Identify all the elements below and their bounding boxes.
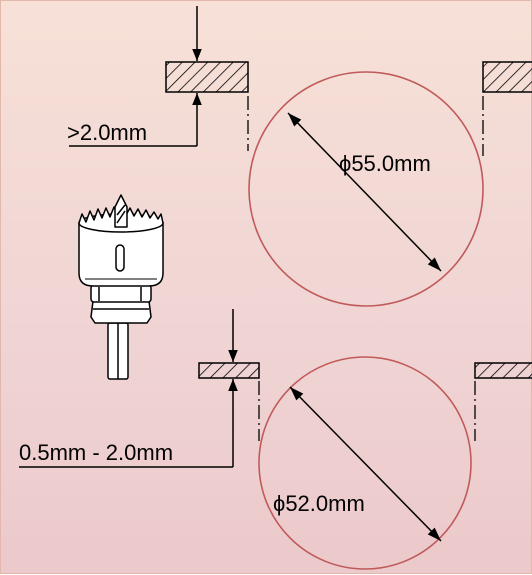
hole-circle-small: [258, 356, 472, 570]
thick-plate-left: [165, 61, 249, 93]
thickness-label-bottom: 0.5mm - 2.0mm: [19, 440, 173, 465]
thickness-dimension-bottom: [19, 309, 238, 468]
thickness-dimension-top: [69, 6, 202, 147]
thin-plate-left: [198, 362, 260, 379]
diameter-arrow-large: [287, 112, 442, 272]
thick-plate-right: [482, 61, 532, 93]
thickness-label-top: >2.0mm: [67, 120, 147, 145]
diameter-label-small: ϕ52.0mm: [273, 491, 365, 516]
thin-plate-right: [474, 362, 532, 379]
centerline-top: [247, 96, 484, 156]
diameter-label-large: ϕ55.0mm: [339, 151, 431, 176]
centerline-bottom: [258, 381, 476, 441]
diameter-arrow-small: [289, 386, 442, 542]
hole-saw-icon: [78, 194, 164, 380]
hole-circle-large: [248, 71, 484, 307]
